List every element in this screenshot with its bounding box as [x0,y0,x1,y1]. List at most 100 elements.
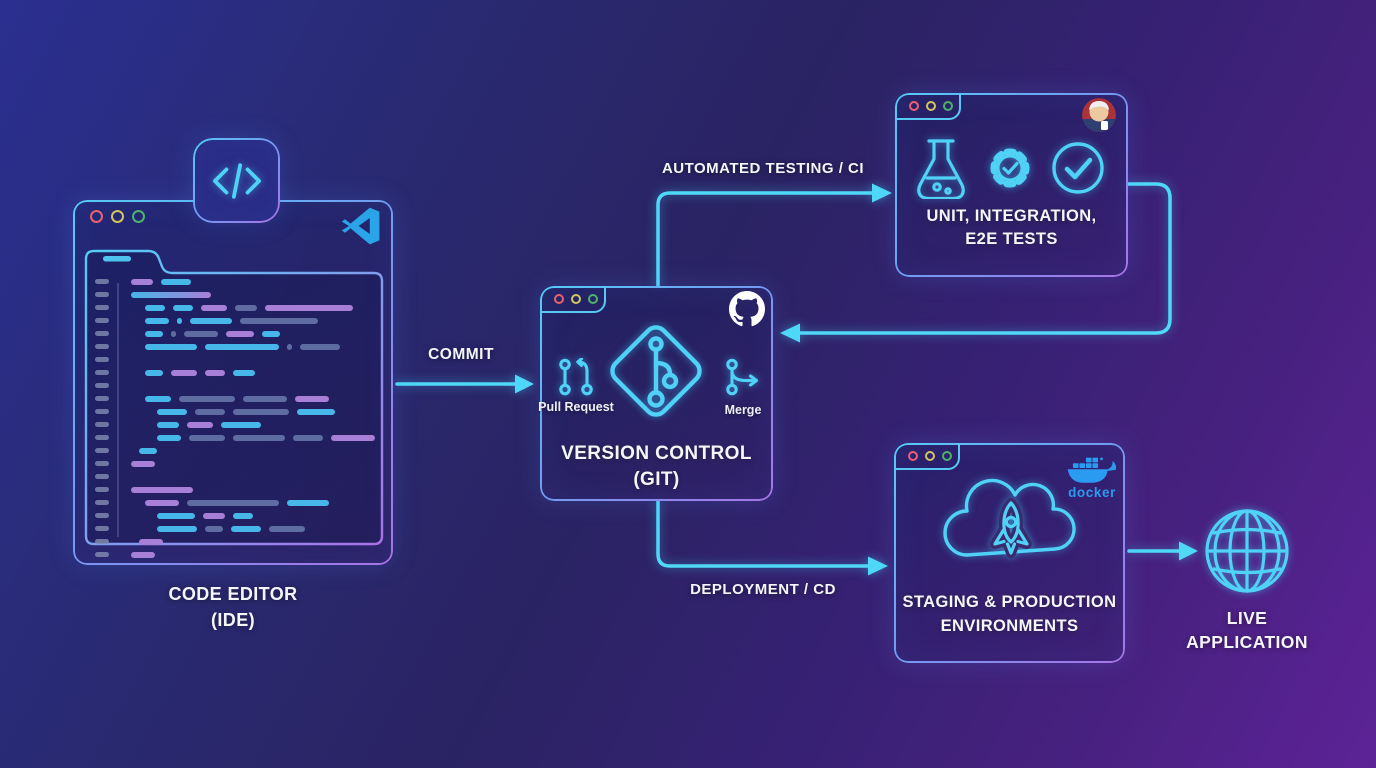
code-line [131,327,375,340]
code-token-bar [221,421,261,428]
code-line [131,431,375,444]
code-token-bar [331,434,375,441]
window-dot-green [942,450,952,461]
window-dot-red [554,293,564,304]
line-number-dash [95,422,109,427]
check-circle-icon [1052,142,1104,194]
code-line [131,418,375,431]
line-number-dash [95,279,109,284]
code-token-bar [131,551,155,558]
code-token-bar [287,343,292,350]
arrowhead-ci-return [780,323,800,343]
version-control-label: VERSION CONTROL (GIT) [540,441,773,493]
code-token-bar [139,447,157,454]
code-line [131,496,375,509]
line-number-dash [95,448,109,453]
live-title: LIVE [1226,608,1268,628]
code-token-bar [184,330,218,337]
line-number-dash [95,461,109,466]
code-line [131,509,375,522]
code-token-bar [190,317,232,324]
git-diamond-icon [610,325,702,417]
connector-ci [656,191,874,288]
line-number-dash [95,500,109,505]
line-number-dash [95,305,109,310]
code-token-bar [177,317,182,324]
code-token-bar [226,330,254,337]
code-token-bar [205,343,279,350]
code-token-bar [171,369,197,376]
code-token-bar [139,538,163,545]
arrowhead-commit [515,374,534,394]
code-line [131,522,375,535]
code-token-bar [145,395,171,402]
node-testing: UNIT, INTEGRATION, E2E TESTS [895,93,1128,277]
code-line [131,470,375,483]
code-token-bar [189,434,225,441]
code-line [131,457,375,470]
connector-ci-return [798,182,1172,335]
code-token-bar [157,512,195,519]
edge-label-commit: COMMIT [428,346,494,363]
staging-label: STAGING & PRODUCTION ENVIRONMENTS [894,590,1125,638]
code-token-bar [231,525,261,532]
arrowhead-release [1179,541,1198,561]
code-token-bar [269,525,305,532]
line-number-dash [95,435,109,440]
arrowhead-ci [872,183,892,203]
code-token-bar [145,343,197,350]
window-dot-red [909,100,919,111]
testing-title: UNIT, INTEGRATION, [926,207,1097,225]
code-line [131,353,375,366]
code-token-bar [131,460,155,467]
window-dot-green [588,293,598,304]
code-token-bar [179,395,235,402]
code-token-bar [262,330,280,337]
editor-tab-dash [103,256,131,262]
window-dot-yellow [926,100,936,111]
window-dot-yellow [925,450,935,461]
code-token-bar [233,434,285,441]
pull-request-label: Pull Request [538,400,614,414]
node-version-control: Pull Request Merge VERSION CONTROL (GIT) [538,286,773,501]
line-number-dash [95,370,109,375]
code-token-bar [233,408,289,415]
code-token-bar [161,278,191,285]
version-control-subtitle: (GIT) [633,469,680,490]
code-token-bar [235,304,257,311]
line-number-dash [95,513,109,518]
live-label: LIVE APPLICATION [1157,606,1337,654]
testing-label: UNIT, INTEGRATION, E2E TESTS [895,205,1128,251]
code-token-bar [265,304,353,311]
vscode-logo [341,207,380,245]
code-token-bar [145,369,163,376]
code-token-bar [205,369,225,376]
line-numbers [95,279,109,565]
code-editor-badge [193,138,280,223]
code-token-bar [295,395,329,402]
code-token-bar [145,304,165,311]
window-controls [895,93,961,120]
code-token-bar [157,434,181,441]
code-line [131,314,375,327]
window-dot-green [943,100,953,111]
line-number-dash [95,539,109,544]
code-token-bar [145,499,179,506]
code-token-bar [297,408,335,415]
line-number-dash [95,344,109,349]
code-editor-title: CODE EDITOR [168,584,298,604]
line-number-dash [95,552,109,557]
code-brackets-icon [213,163,261,199]
code-token-bar [240,317,318,324]
line-number-dash [95,292,109,297]
line-number-dash [95,331,109,336]
flask-icon [917,139,965,199]
code-editor-subtitle: (IDE) [211,610,255,630]
globe-icon [1205,509,1289,593]
code-line [131,379,375,392]
code-token-bar [233,512,253,519]
line-number-dash [95,318,109,323]
jenkins-logo [1082,98,1116,132]
